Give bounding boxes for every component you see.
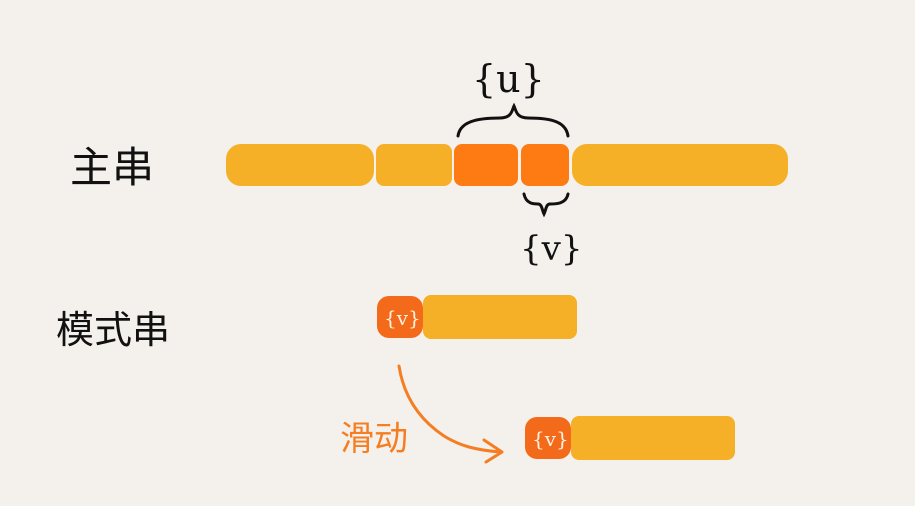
- brace-label-v: {v}: [520, 229, 582, 269]
- pattern-after-body: [571, 416, 735, 460]
- pattern-string-after: {v}: [525, 416, 735, 460]
- main-segment-highlight-2: [521, 144, 569, 186]
- slide-arrow-head: [482, 438, 504, 464]
- brace-label-u: {u}: [472, 57, 545, 101]
- slide-arrow: [397, 364, 502, 454]
- label-pattern-string: 模式串: [56, 308, 170, 352]
- main-segment-highlight-1: [454, 144, 518, 186]
- pattern-before-body: [423, 295, 577, 339]
- pattern-before-prefix: [377, 296, 423, 338]
- main-segment-3: [572, 144, 788, 186]
- main-string: [226, 144, 788, 186]
- main-segment-2: [376, 144, 452, 186]
- label-slide: 滑动: [340, 419, 408, 459]
- brace-bottom: [522, 192, 570, 218]
- pattern-before-prefix-label: {v}: [384, 306, 421, 330]
- pattern-string-before: {v}: [377, 295, 577, 339]
- pattern-after-prefix-label: {v}: [532, 427, 569, 451]
- label-main-string: 主串: [70, 143, 154, 192]
- brace-top: [456, 102, 570, 138]
- main-segment-1: [226, 144, 374, 186]
- pattern-after-prefix: [525, 417, 571, 459]
